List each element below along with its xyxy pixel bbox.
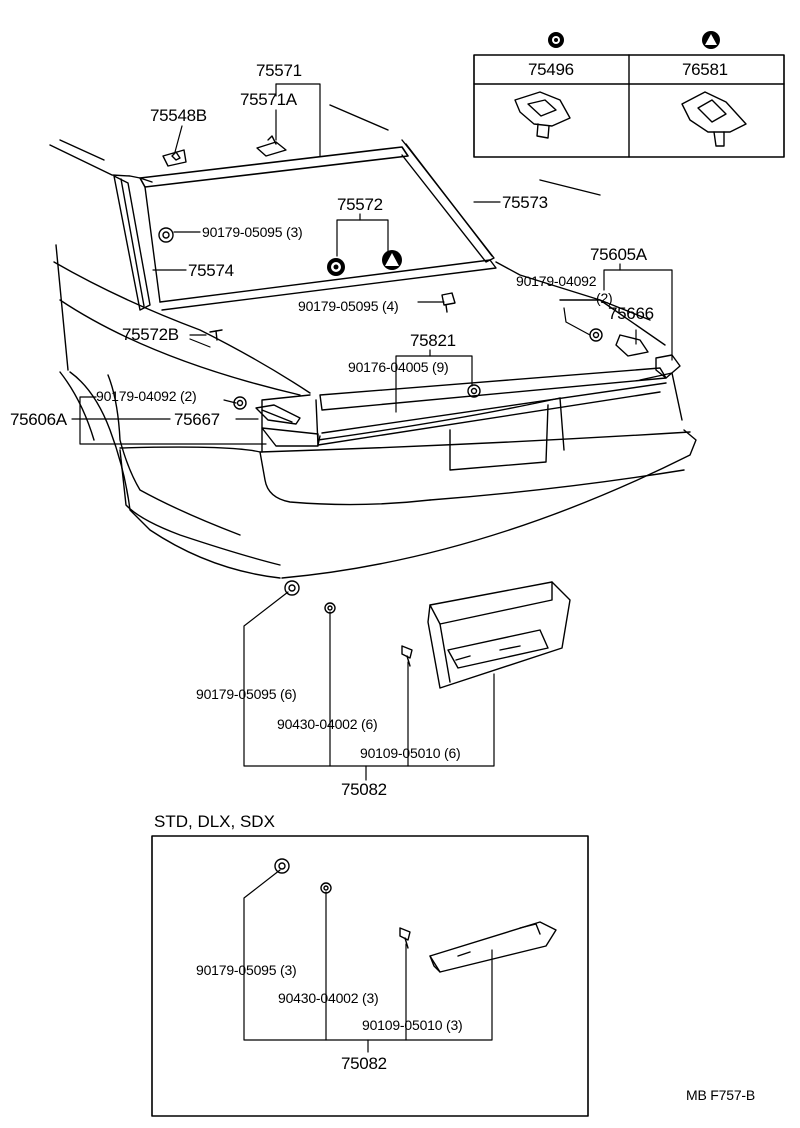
leader-lines [71, 83, 673, 1053]
callout-90179-05095-4: 90179-05095 (4) [298, 298, 399, 314]
car-body-outline [49, 104, 697, 579]
clip-75666-icon [615, 334, 649, 357]
garnish-bolt-90179-6: 90179-05095 (6) [196, 686, 297, 702]
legend-clip-icon-b [681, 91, 747, 147]
callout-90176-04005-9: 90176-04005 (9) [348, 359, 449, 375]
std-variant-heading: STD, DLX, SDX [154, 812, 275, 831]
rear-window-mouldings [113, 139, 667, 446]
callout-75574: 75574 [188, 261, 234, 280]
pin-75572b-icon [209, 329, 223, 341]
std-bolt-90430-3: 90430-04002 (3) [278, 990, 379, 1006]
callout-75572b: 75572B [122, 325, 179, 344]
callout-75572: 75572 [337, 195, 383, 214]
screw-icon [399, 645, 413, 949]
callout-90179-04092-top: 90179-04092 [516, 273, 597, 289]
legend-clip-icon-a [514, 91, 571, 139]
clip-75667-icon [255, 404, 301, 425]
clip-75571a-icon [256, 135, 287, 157]
garnish-bolt-90430-6: 90430-04002 (6) [277, 716, 378, 732]
std-assembly-75082: 75082 [341, 1054, 387, 1073]
callout-90179-05095-3: 90179-05095 (3) [202, 224, 303, 240]
legend-table [473, 54, 785, 158]
callout-75605a: 75605A [590, 245, 647, 264]
triangle-icon [382, 31, 720, 270]
clip-75605a-icon [655, 354, 681, 379]
figure-code: MB F757-B [686, 1087, 755, 1103]
filled-circle-icon [327, 32, 564, 276]
clip-75548b-icon [162, 149, 187, 167]
std-bolt-90179-3: 90179-05095 (3) [196, 962, 297, 978]
callout-75571a: 75571A [240, 90, 297, 109]
callout-qty-2: (2) [596, 290, 613, 306]
garnish-bolt-90109-6: 90109-05010 (6) [360, 745, 461, 761]
callout-75571: 75571 [256, 61, 302, 80]
license-garnish-75082 [427, 581, 571, 689]
callout-75666: 75666 [608, 304, 654, 323]
callout-75821: 75821 [410, 331, 456, 350]
garnish-assembly-75082: 75082 [341, 780, 387, 799]
callout-75573: 75573 [502, 193, 548, 212]
callout-75667: 75667 [174, 410, 220, 429]
std-variant-box [151, 835, 589, 1117]
callout-90179-04092-2: 90179-04092 (2) [96, 388, 197, 404]
legend-part-76581: 76581 [682, 60, 728, 79]
callout-75606a: 75606A [10, 410, 67, 429]
std-bolt-90109-3: 90109-05010 (3) [362, 1017, 463, 1033]
legend-part-75496: 75496 [528, 60, 574, 79]
callout-75548b: 75548B [150, 106, 207, 125]
license-garnish-75082-std [429, 921, 557, 973]
bracket-75606a-icon [261, 427, 319, 447]
